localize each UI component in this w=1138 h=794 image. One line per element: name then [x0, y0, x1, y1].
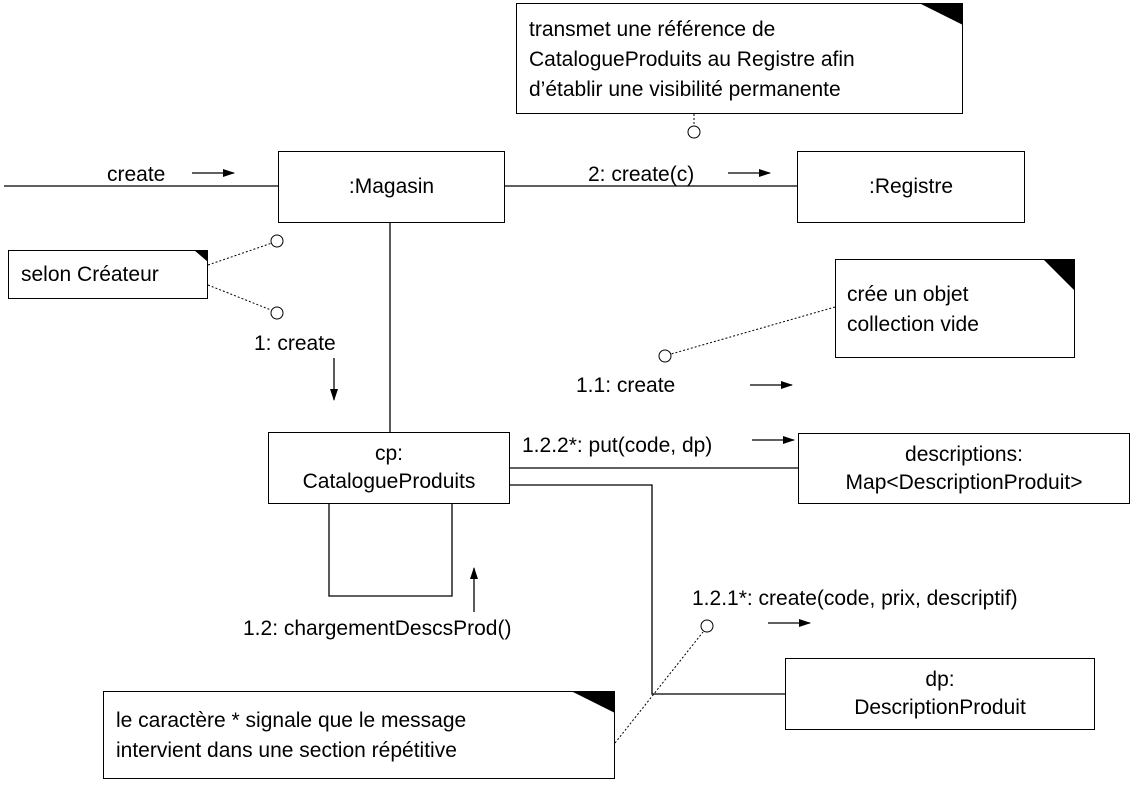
- note-repetition-line1: le caractère * signale que le message: [116, 709, 467, 732]
- object-dp-type: DescriptionProduit: [854, 696, 1026, 719]
- note-repetition: le caractère * signale que le message in…: [103, 691, 615, 779]
- note-anchor-createur-top: [270, 234, 284, 248]
- object-description-produit[interactable]: dp: DescriptionProduit: [785, 658, 1095, 730]
- object-descriptions-map[interactable]: descriptions: Map<DescriptionProduit>: [798, 433, 1130, 504]
- message-put-label: 1.2.2*: put(code, dp): [522, 434, 713, 457]
- note-fold: [194, 250, 208, 262]
- note-visibilite-line2: CatalogueProduits au Registre afin: [529, 48, 855, 71]
- object-descriptions-type: Map<DescriptionProduit>: [845, 470, 1083, 494]
- object-dp-name: dp:: [925, 668, 955, 691]
- note-anchor-createur-bottom: [270, 306, 284, 320]
- self-link-catalogue: [328, 502, 453, 597]
- note-visibilite: transmet une référence de CatalogueProdu…: [516, 3, 963, 114]
- note-fold: [571, 691, 615, 713]
- object-catalogue-type: CatalogueProduits: [302, 470, 476, 493]
- note-connector-repetition: [614, 631, 704, 744]
- note-collection-line1: crée un objet: [847, 283, 969, 306]
- note-visibilite-line1: transmet une référence de: [529, 18, 776, 41]
- message-create-registre-label: 2: create(c): [588, 163, 695, 186]
- message-create-collection-label: 1.1: create: [576, 374, 676, 397]
- note-anchor-collection: [658, 349, 672, 363]
- object-magasin[interactable]: :Magasin: [278, 151, 505, 223]
- note-fold: [1043, 259, 1075, 291]
- object-registre[interactable]: :Registre: [797, 151, 1025, 223]
- note-collection-vide: crée un objet collection vide: [835, 259, 1075, 358]
- object-catalogue-name: cp:: [374, 442, 403, 465]
- message-create-label: create: [107, 163, 166, 186]
- note-connector-createur-bottom: [207, 284, 272, 311]
- object-registre-label: :Registre: [868, 175, 954, 198]
- object-catalogue-produits[interactable]: cp: CatalogueProduits: [268, 432, 510, 504]
- link-catalogue-dp: [510, 484, 785, 695]
- object-magasin-label: :Magasin: [348, 175, 435, 198]
- note-createur-text: selon Créateur: [21, 263, 159, 286]
- object-descriptions-name: descriptions:: [905, 442, 1023, 466]
- note-repetition-line2: intervient dans une section répétitive: [116, 739, 457, 762]
- note-collection-line2: collection vide: [847, 313, 979, 336]
- message-create-catalogue-label: 1: create: [254, 332, 336, 355]
- note-connector-createur-top: [207, 242, 273, 266]
- note-connector-collection: [670, 306, 836, 355]
- note-createur: selon Créateur: [8, 250, 208, 299]
- message-create-description-label: 1.2.1*: create(code, prix, descriptif): [692, 587, 1018, 610]
- message-chargement-label: 1.2: chargementDescsProd(): [243, 617, 512, 640]
- note-anchor-repetition: [700, 619, 714, 633]
- note-visibilite-line3: d’établir une visibilité permanente: [529, 78, 841, 101]
- note-fold: [919, 3, 963, 25]
- note-anchor-visibilite: [687, 125, 701, 139]
